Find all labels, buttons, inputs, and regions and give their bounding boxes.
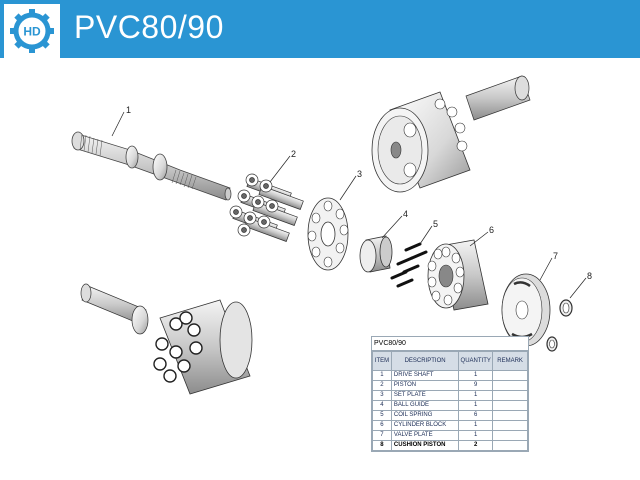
cylinder-block <box>427 239 489 311</box>
item-quantity: 6 <box>458 410 494 421</box>
item-remark <box>492 370 528 381</box>
item-number: 3 <box>372 390 392 401</box>
item-number: 7 <box>372 430 392 441</box>
item-remark <box>492 390 528 401</box>
callout-7: 7 <box>553 251 559 261</box>
gear-logo-icon: HD <box>10 9 54 53</box>
parts-list: PVC80/90 ITEM DESCRIPTION QUANTITY REMAR… <box>371 336 529 452</box>
item-remark <box>492 400 528 411</box>
callout-8: 8 <box>587 271 593 281</box>
item-quantity: 1 <box>458 420 494 431</box>
item-description: VALVE PLATE <box>390 430 460 441</box>
col-header-quantity: QUANTITY <box>458 351 494 371</box>
item-number: 2 <box>372 380 392 391</box>
valve-plate <box>501 273 551 347</box>
col-header-remark: REMARK <box>492 351 528 371</box>
piston-set <box>229 173 304 242</box>
table-row: 6 CYLINDER BLOCK 1 <box>372 420 528 431</box>
item-description: BALL GUIDE <box>390 400 460 411</box>
item-description: COIL SPRING <box>390 410 460 421</box>
callout-4: 4 <box>403 209 409 219</box>
set-plate <box>307 197 349 271</box>
title-bar: HD PVC80/90 <box>0 0 640 58</box>
callout-1: 1 <box>126 105 132 115</box>
item-quantity: 1 <box>458 430 494 441</box>
table-row: 7 VALVE PLATE 1 <box>372 430 528 441</box>
parts-table: ITEM DESCRIPTION QUANTITY REMARK 1 DRIVE… <box>372 351 528 451</box>
table-row: 1 DRIVE SHAFT 1 <box>372 370 528 381</box>
assembled-pump-top <box>371 75 531 193</box>
item-remark <box>492 430 528 441</box>
cushion-pistons <box>546 299 573 352</box>
table-row: 4 BALL GUIDE 1 <box>372 400 528 411</box>
table-row: 8 CUSHION PISTON 2 <box>372 440 528 451</box>
item-quantity: 2 <box>458 440 494 451</box>
item-description: DRIVE SHAFT <box>390 370 460 381</box>
item-number: 5 <box>372 410 392 421</box>
item-number: 6 <box>372 420 392 431</box>
item-remark <box>492 410 528 421</box>
item-description: SET PLATE <box>390 390 460 401</box>
callout-6: 6 <box>489 225 495 235</box>
assembled-rotating-group <box>80 283 253 395</box>
ball-guide <box>359 235 393 273</box>
item-quantity: 1 <box>458 370 494 381</box>
item-remark <box>492 420 528 431</box>
parts-list-title: PVC80/90 <box>372 337 528 351</box>
callout-2: 2 <box>291 149 297 159</box>
table-row: 2 PISTON 9 <box>372 380 528 391</box>
item-number: 4 <box>372 400 392 411</box>
item-description: PISTON <box>390 380 460 391</box>
svg-text:HD: HD <box>23 25 41 39</box>
table-row: 5 COIL SPRING 6 <box>372 410 528 421</box>
callout-3: 3 <box>357 169 363 179</box>
page-title: PVC80/90 <box>74 9 224 45</box>
item-description: CYLINDER BLOCK <box>390 420 460 431</box>
item-number: 1 <box>372 370 392 381</box>
item-number: 8 <box>372 440 392 451</box>
item-quantity: 9 <box>458 380 494 391</box>
col-header-item: ITEM <box>372 351 392 371</box>
col-header-description: DESCRIPTION <box>390 351 460 371</box>
callout-5: 5 <box>433 219 439 229</box>
table-row: 3 SET PLATE 1 <box>372 390 528 401</box>
item-remark <box>492 380 528 391</box>
item-quantity: 1 <box>458 400 494 411</box>
item-quantity: 1 <box>458 390 494 401</box>
hd-logo: HD <box>4 4 60 58</box>
coil-springs <box>390 242 428 288</box>
drive-shaft <box>71 131 232 201</box>
exploded-parts-diagram <box>71 75 587 395</box>
item-remark <box>492 440 528 451</box>
item-description: CUSHION PISTON <box>390 440 460 451</box>
